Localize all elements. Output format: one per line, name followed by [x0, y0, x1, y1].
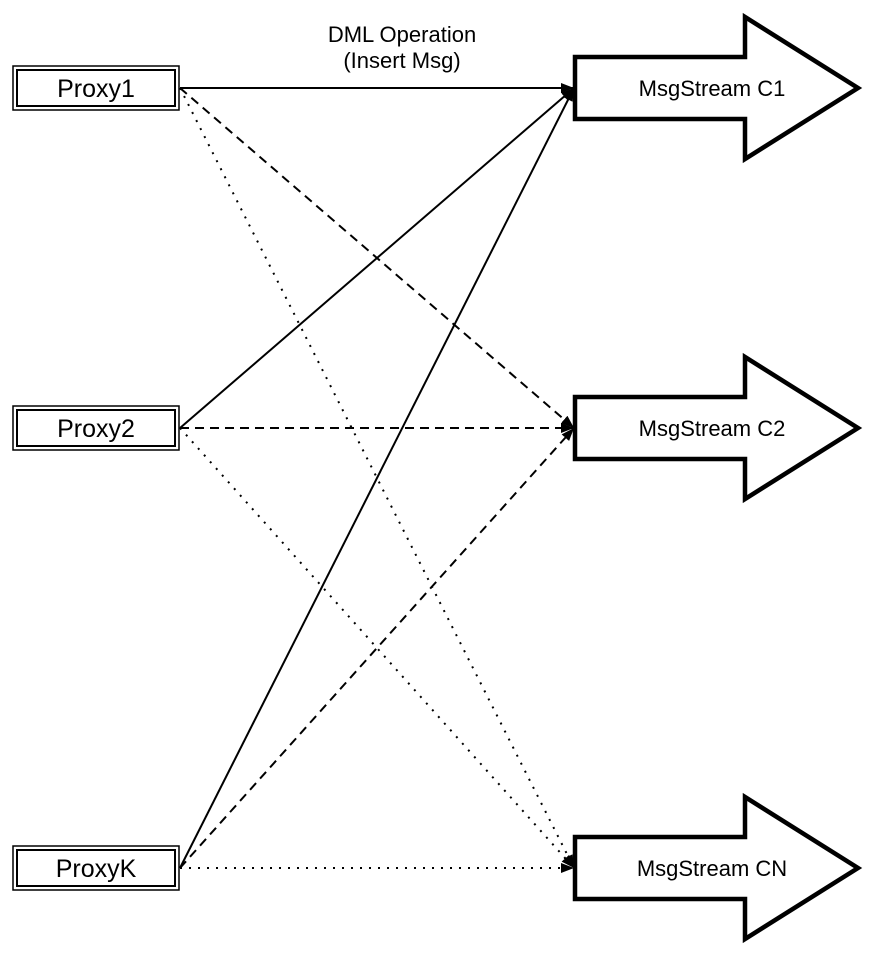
edge-proxyk-to-msgstream-c2 — [179, 427, 575, 869]
edge-proxy2-to-msgstream-c1 — [179, 87, 575, 429]
edge-proxyk-to-msgstream-c1 — [179, 87, 575, 869]
edge-proxy1-to-msgstream-cn — [179, 87, 575, 869]
proxy1-label: Proxy1 — [57, 75, 135, 103]
diagram-title-line1: DML Operation — [328, 22, 476, 47]
node-proxy1: Proxy1 — [12, 65, 180, 111]
node-proxyk: ProxyK — [12, 845, 180, 891]
block-arrow-shape-cn — [572, 792, 863, 944]
proxyk-label: ProxyK — [56, 855, 137, 883]
proxy1-box-inner — [16, 69, 176, 107]
msgstream-c2-label: MsgStream C2 — [639, 416, 786, 441]
proxy2-box-inner — [16, 409, 176, 447]
edge-annotation: DML Operation (Insert Msg) — [328, 22, 476, 73]
node-msgstream-c1: MsgStream C1 — [572, 12, 863, 164]
block-arrow-shape-c2 — [572, 352, 863, 504]
diagram-title-line2: (Insert Msg) — [343, 48, 460, 73]
proxy2-label: Proxy2 — [57, 415, 135, 443]
block-arrow-shape-c1 — [572, 12, 863, 164]
node-msgstream-cn: MsgStream CN — [572, 792, 863, 944]
node-proxy2: Proxy2 — [12, 405, 180, 451]
msgstream-c1-label: MsgStream C1 — [639, 76, 786, 101]
msgstream-cn-label: MsgStream CN — [637, 856, 787, 881]
proxyk-box-inner — [16, 849, 176, 887]
node-msgstream-c2: MsgStream C2 — [572, 352, 863, 504]
